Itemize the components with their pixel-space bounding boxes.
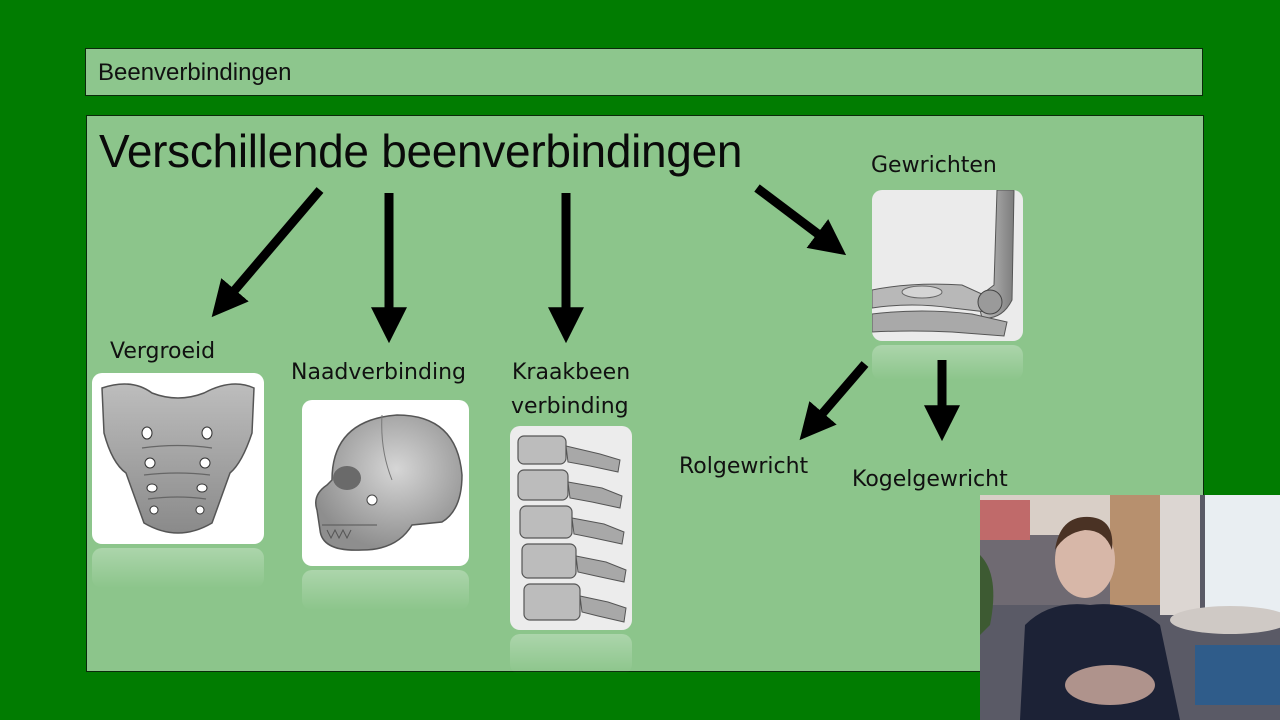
- spine-reflection: [510, 634, 632, 674]
- spine-image: [510, 426, 632, 630]
- slide-heading: Verschillende beenverbindingen: [99, 125, 743, 177]
- label-verbinding: verbinding: [511, 394, 629, 419]
- label-kogelgewricht: Kogelgewricht: [852, 467, 1008, 492]
- slide-title: Beenverbindingen: [98, 59, 292, 86]
- arrow-to-gewrichten: [754, 184, 847, 256]
- arrow-to-rolgewricht: [799, 361, 869, 441]
- label-naadverbinding: Naadverbinding: [291, 360, 466, 385]
- arrow-to-vergroeid: [211, 187, 324, 318]
- presenter-webcam: [980, 495, 1280, 720]
- elbow-joint-image: [872, 190, 1023, 341]
- skull-reflection: [302, 570, 469, 610]
- label-gewrichten: Gewrichten: [871, 153, 997, 178]
- sacrum-reflection: [92, 548, 264, 588]
- sacrum-image: [92, 373, 264, 544]
- label-vergroeid: Vergroeid: [110, 339, 216, 364]
- label-kraakbeen: Kraakbeen: [512, 360, 631, 385]
- skull-image: [302, 400, 469, 566]
- label-rolgewricht: Rolgewricht: [679, 454, 809, 479]
- elbow-reflection: [872, 345, 1023, 380]
- slide-title-bar: Beenverbindingen: [85, 48, 1203, 96]
